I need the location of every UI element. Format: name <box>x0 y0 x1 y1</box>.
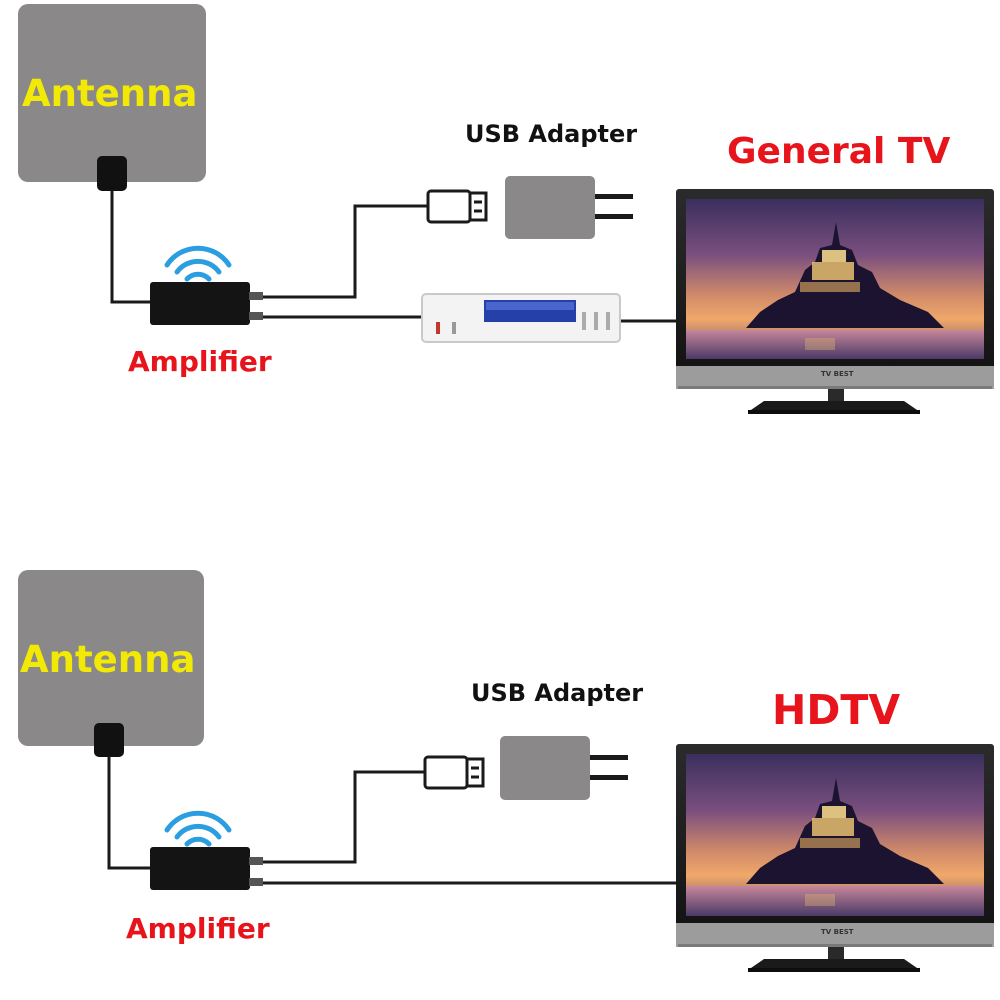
tv-set <box>676 744 994 972</box>
wifi-icon <box>164 810 232 847</box>
amplifier-box <box>150 282 250 325</box>
amplifier-plug-top <box>249 857 263 865</box>
antenna-panel <box>18 4 206 182</box>
amplifier-label: Amplifier <box>128 345 272 378</box>
hdtv-diagram-graphics <box>18 570 994 972</box>
antenna-panel <box>18 570 204 746</box>
usb-power-cable <box>262 204 428 299</box>
usb-adapter-label: USB Adapter <box>465 120 638 148</box>
tv-label: HDTV <box>772 686 901 734</box>
antenna-label: Antenna <box>22 72 198 115</box>
antenna-label: Antenna <box>20 638 196 681</box>
tv-brand-text: TV BEST <box>821 928 854 936</box>
set-top-box <box>421 293 621 343</box>
usb-adapter-icon <box>505 176 633 239</box>
general-tv-diagram-graphics <box>18 4 994 414</box>
amplifier-label: Amplifier <box>126 912 270 945</box>
amplifier-plug-bottom <box>249 312 263 320</box>
amplifier-box <box>150 847 250 890</box>
usb-adapter-label: USB Adapter <box>471 679 644 707</box>
tv-label: General TV <box>727 131 951 172</box>
antenna-connector <box>94 723 124 757</box>
wifi-icon <box>164 245 232 282</box>
general-tv-diagram: Antenna Amplifier USB Adapter General TV… <box>18 4 994 414</box>
tv-set <box>676 189 994 414</box>
antenna-cable <box>110 190 152 304</box>
usb-power-cable <box>262 770 425 864</box>
usb-plug-icon <box>423 755 485 790</box>
tv-brand-text: TV BEST <box>821 370 854 378</box>
hdtv-diagram: Antenna Amplifier USB Adapter HDTV TV BE… <box>0 500 1000 1000</box>
amplifier-plug-top <box>249 292 263 300</box>
antenna-connector <box>97 156 127 191</box>
usb-plug-icon <box>426 189 488 224</box>
amplifier-plug-bottom <box>249 878 263 886</box>
antenna-cable <box>107 756 152 870</box>
usb-adapter-icon <box>500 736 628 800</box>
